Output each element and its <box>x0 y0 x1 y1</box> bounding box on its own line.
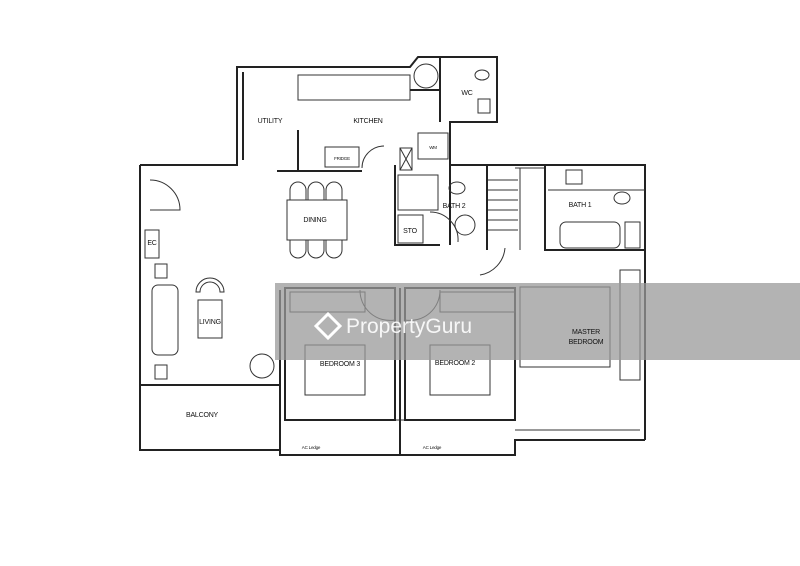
label-bedroom-3: BEDROOM 3 <box>320 361 361 368</box>
label-wc: WC <box>461 90 472 97</box>
label-bedroom-2: BEDROOM 2 <box>435 360 476 367</box>
label-bath1: BATH 1 <box>569 202 592 209</box>
label-sto: STO <box>403 228 417 235</box>
label-kitchen: KITCHEN <box>353 118 382 125</box>
label-utility: UTILITY <box>258 118 283 125</box>
label-dining: DINING <box>303 217 326 224</box>
label-bath2: BATH 2 <box>443 203 466 210</box>
propertyguru-logo-icon <box>313 311 343 341</box>
walls <box>139 56 646 456</box>
label-ac-ledge-2: AC Ledge <box>423 445 442 450</box>
label-wm: WM <box>429 145 437 150</box>
label-fridge: FRIDGE <box>334 156 350 161</box>
label-living: LIVING <box>199 319 221 326</box>
label-ac-ledge-1: AC Ledge <box>302 445 321 450</box>
label-master-bedroom-line2: BEDROOM <box>569 339 604 346</box>
label-balcony: BALCONY <box>186 412 219 419</box>
label-master-bedroom-line1: MASTER <box>572 329 600 336</box>
watermark-text: PropertyGuru <box>346 315 472 338</box>
watermark-band <box>275 283 800 360</box>
label-ec: EC <box>147 240 156 247</box>
